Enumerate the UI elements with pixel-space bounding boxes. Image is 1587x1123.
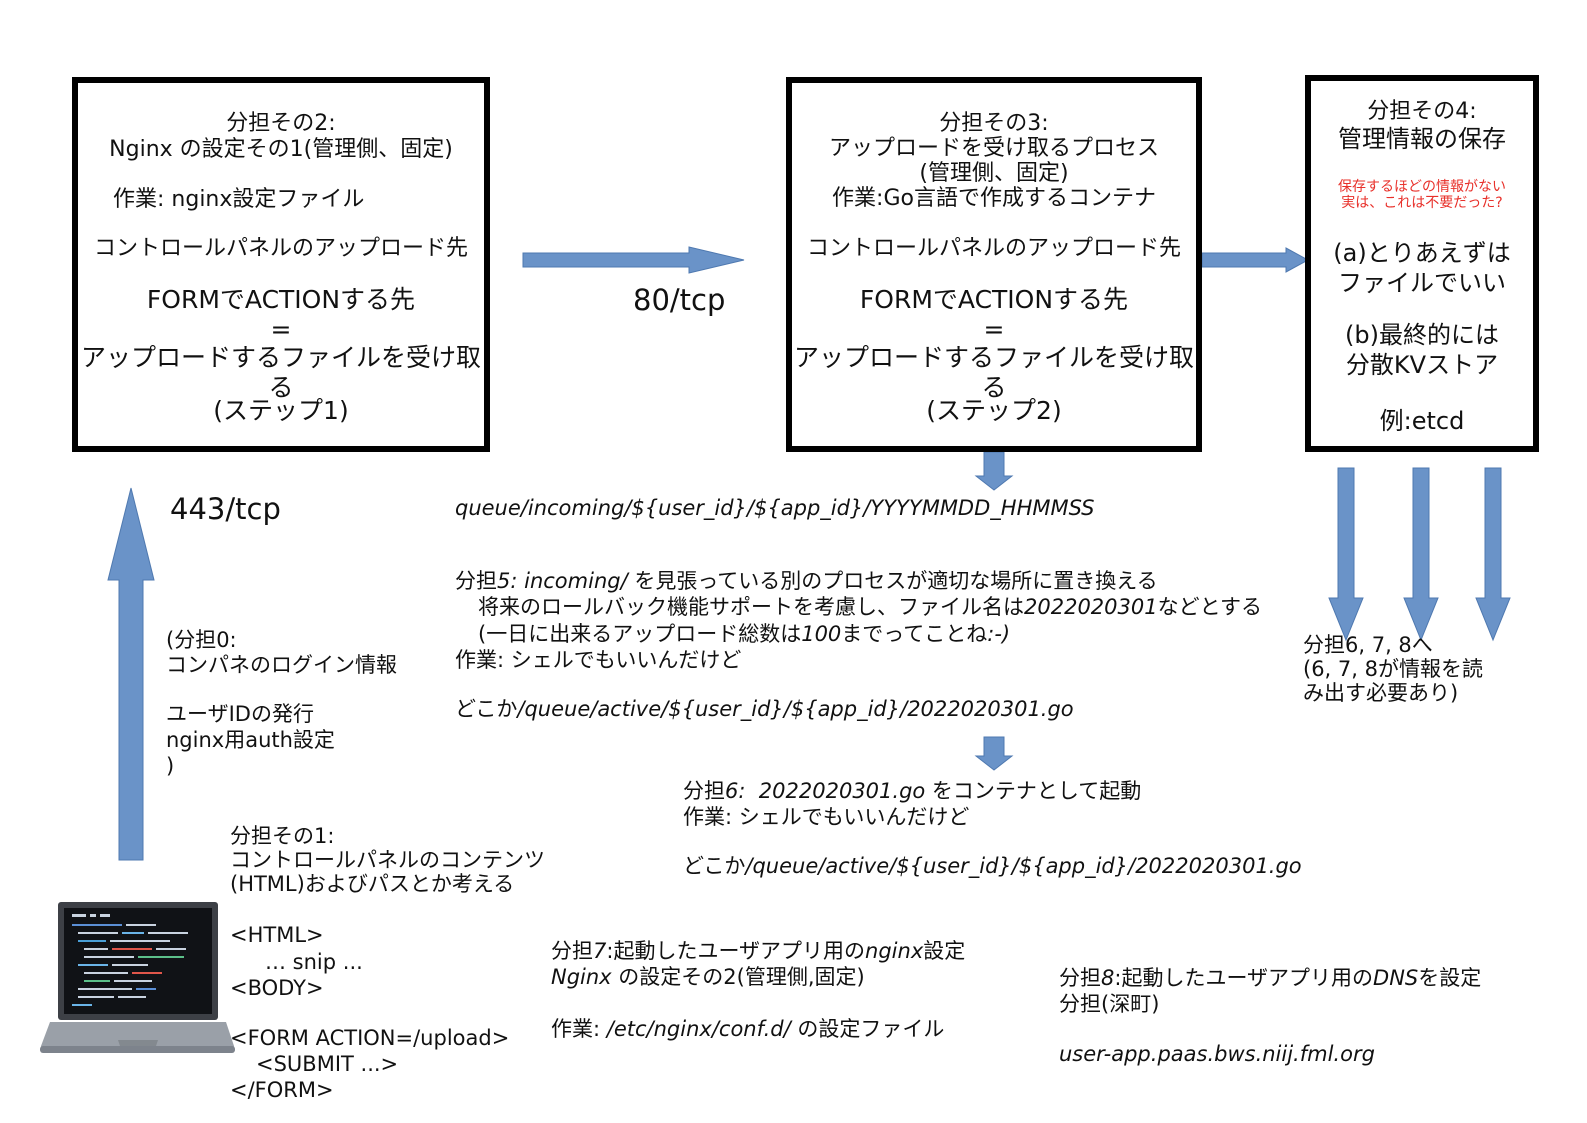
box4-example: 例:etcd bbox=[1379, 407, 1465, 435]
box3-step: (ステップ2) bbox=[926, 396, 1062, 425]
arrow-box3-to-queue bbox=[974, 451, 1014, 491]
box2-form-action: FORMでACTIONする先 bbox=[146, 285, 416, 314]
box2-subtitle: Nginx の設定その1(管理側、固定) bbox=[109, 137, 453, 162]
box-part2-nginx-config: 分担その2: Nginx の設定その1(管理側、固定) 作業: nginx設定フ… bbox=[72, 77, 490, 452]
laptop-icon bbox=[40, 902, 235, 1053]
part1-title: 分担その1: bbox=[230, 824, 335, 848]
part8-owner: 分担(深町) bbox=[1059, 992, 1160, 1016]
box4-note-line2: 実は、これは不要だった? bbox=[1341, 195, 1503, 211]
box2-upload-target: コントロールパネルのアップロード先 bbox=[93, 236, 468, 261]
box3-receive: アップロードするファイルを受け取る bbox=[793, 343, 1194, 402]
part678-title: 分担6, 7, 8へ bbox=[1303, 633, 1433, 657]
part0-close: ) bbox=[166, 754, 175, 778]
part7-line1: 分担7:起動したユーザアプリ用のnginx設定 bbox=[551, 939, 966, 963]
box2-task: 作業: nginx設定ファイル bbox=[113, 187, 365, 212]
box4-title: 分担その4: bbox=[1367, 99, 1477, 124]
port-443-label: 443/tcp bbox=[170, 492, 281, 526]
part678-note2: み出す必要あり) bbox=[1303, 681, 1459, 705]
box4-option-a: (a)とりあえずは bbox=[1333, 239, 1511, 267]
part1-code-form-end: </FORM> bbox=[230, 1078, 334, 1102]
part0-login-info: コンパネのログイン情報 bbox=[166, 653, 397, 677]
arrow-box4-to-part6 bbox=[1328, 467, 1364, 642]
box4-option-a-detail: ファイルでいい bbox=[1338, 269, 1506, 297]
arrow-box2-to-box3 bbox=[522, 246, 745, 274]
arrow-box4-to-part8 bbox=[1475, 467, 1511, 642]
arrow-box4-to-part7 bbox=[1403, 467, 1439, 642]
box4-note-line1: 保存するほどの情報がない bbox=[1338, 179, 1506, 195]
part7-line2: Nginx の設定その2(管理側,固定) bbox=[551, 965, 865, 989]
part1-contents: コントロールパネルのコンテンツ bbox=[230, 848, 545, 872]
box-part4-metadata-store: 分担その4: 管理情報の保存 保存するほどの情報がない 実は、これは不要だった?… bbox=[1305, 75, 1539, 452]
box2-step: (ステップ1) bbox=[213, 396, 349, 425]
arrow-laptop-to-box2 bbox=[107, 487, 155, 861]
box2-receive: アップロードするファイルを受け取る bbox=[80, 343, 481, 402]
part1-code-submit: <SUBMIT ...> bbox=[256, 1052, 399, 1076]
part678-note1: (6, 7, 8が情報を読 bbox=[1303, 657, 1483, 681]
box3-subtitle: アップロードを受け取るプロセス bbox=[828, 136, 1159, 161]
part0-title: (分担0: bbox=[166, 628, 237, 652]
box3-admin: (管理側、固定) bbox=[919, 161, 1069, 186]
box3-upload-target: コントロールパネルのアップロード先 bbox=[806, 236, 1181, 261]
box2-title: 分担その2: bbox=[226, 111, 336, 136]
box4-subtitle: 管理情報の保存 bbox=[1338, 125, 1506, 153]
part7-task: 作業: /etc/nginx/conf.d/ の設定ファイル bbox=[551, 1017, 945, 1041]
part1-code-snip: … snip ... bbox=[265, 950, 363, 974]
box3-form-action: FORMでACTIONする先 bbox=[859, 285, 1129, 314]
box4-option-b-detail: 分散KVストア bbox=[1345, 351, 1499, 379]
part0-auth: nginx用auth設定 bbox=[166, 728, 335, 752]
queue-incoming-path: queue/incoming/${user_id}/${app_id}/YYYY… bbox=[455, 496, 1095, 520]
port-80-label: 80/tcp bbox=[633, 283, 726, 317]
box-part3-upload-process: 分担その3: アップロードを受け取るプロセス (管理側、固定) 作業:Go言語で… bbox=[786, 77, 1202, 452]
part6-line1: 分担6: 2022020301.go をコンテナとして起動 bbox=[683, 779, 1142, 803]
box2-equals: = bbox=[270, 315, 292, 344]
part5-line3: (一日に出来るアップロード総数は100までってことね:-) bbox=[478, 622, 1011, 646]
part1-code-html: <HTML> bbox=[230, 923, 324, 947]
box3-task: 作業:Go言語で作成するコンテナ bbox=[832, 186, 1156, 211]
box3-title: 分担その3: bbox=[939, 111, 1049, 136]
part5-active-path: どこか/queue/active/${user_id}/${app_id}/20… bbox=[455, 697, 1074, 721]
arrow-active-to-part6 bbox=[974, 736, 1014, 771]
box4-option-b: (b)最終的には bbox=[1345, 321, 1499, 349]
part5-line1: 分担5: incoming/ を見張っている別のプロセスが適切な場所に置き換える bbox=[455, 569, 1158, 593]
part8-line1: 分担8:起動したユーザアプリ用のDNSを設定 bbox=[1059, 966, 1482, 990]
arrow-box3-to-box4 bbox=[1201, 247, 1310, 273]
part1-html-path: (HTML)およびパスとか考える bbox=[230, 872, 515, 896]
part1-code-form: <FORM ACTION=/upload> bbox=[230, 1026, 510, 1050]
box3-equals: = bbox=[983, 315, 1005, 344]
part5-task: 作業: シェルでもいいんだけど bbox=[455, 648, 742, 672]
part8-domain: user-app.paas.bws.niij.fml.org bbox=[1059, 1042, 1375, 1066]
part6-active-path: どこか/queue/active/${user_id}/${app_id}/20… bbox=[683, 854, 1302, 878]
part5-line2: 将来のロールバック機能サポートを考慮し、ファイル名は2022020301などとす… bbox=[478, 595, 1262, 619]
part6-task: 作業: シェルでもいいんだけど bbox=[683, 805, 970, 829]
part0-user-id: ユーザIDの発行 bbox=[166, 702, 314, 726]
part1-code-body: <BODY> bbox=[230, 976, 324, 1000]
